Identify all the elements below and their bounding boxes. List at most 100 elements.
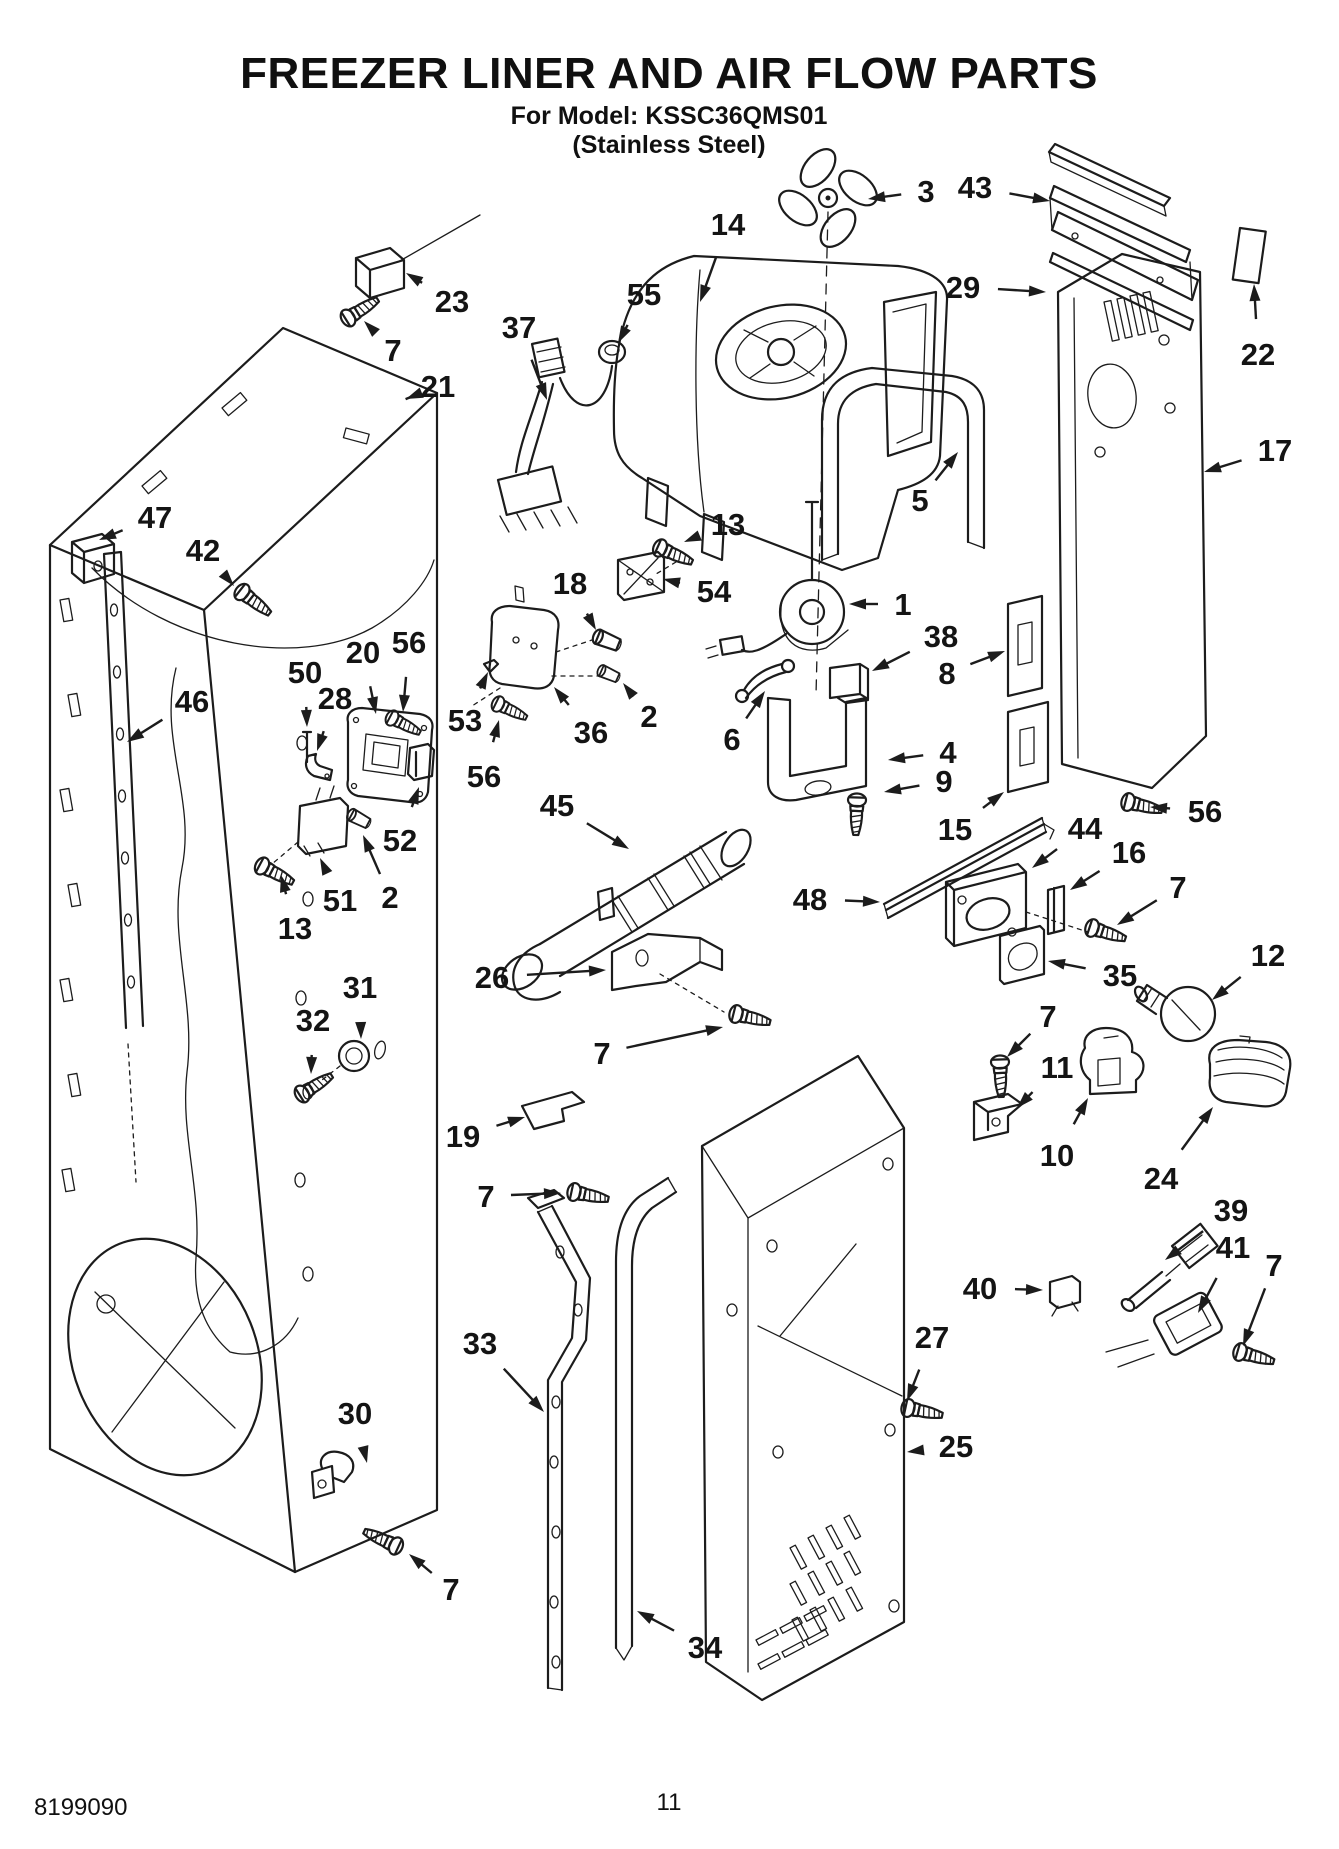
callout-number: 7	[1265, 1248, 1282, 1283]
clip-11	[972, 1092, 1024, 1142]
screw-7-socket	[989, 1054, 1012, 1099]
callout-arrowhead	[218, 569, 234, 586]
callout-number: 7	[593, 1036, 610, 1071]
callout-number: 31	[343, 970, 377, 1005]
callout-13-12: 13	[684, 507, 745, 542]
callout-2-41: 2	[363, 835, 399, 915]
callout-number: 32	[296, 1003, 330, 1038]
callout-43-1: 43	[958, 170, 1050, 205]
callout-arrowhead	[888, 752, 906, 764]
screw-7-33	[564, 1180, 612, 1210]
callout-arrowhead	[398, 694, 410, 712]
callout-arrow	[844, 899, 867, 903]
callout-arrow	[881, 193, 902, 199]
callout-number: 14	[711, 207, 746, 242]
callout-arrow	[138, 718, 164, 736]
bushing-2-left	[344, 806, 374, 832]
pin-18	[589, 627, 625, 654]
callout-number: 44	[1068, 811, 1103, 846]
bracket-strip-33	[526, 1188, 592, 1692]
callout-number: 3	[917, 174, 934, 209]
callout-arrow	[510, 1192, 548, 1197]
callout-arrowhead	[943, 452, 958, 469]
callout-arrowhead	[1032, 853, 1049, 868]
spacer-16	[1046, 884, 1066, 936]
callout-arrowhead	[554, 687, 570, 704]
callout-number: 21	[421, 369, 455, 404]
callout-arrow	[703, 256, 718, 290]
callout-50-36: 50	[288, 655, 322, 727]
callout-19-48: 19	[446, 1116, 525, 1154]
callout-45-29: 45	[540, 788, 629, 849]
label-19	[520, 1090, 586, 1131]
callout-number: 42	[186, 533, 220, 568]
callout-arrowhead	[1150, 802, 1168, 814]
diagram-linework	[48, 142, 1292, 1702]
callout-number: 9	[935, 764, 952, 799]
callout-number: 52	[383, 823, 417, 858]
callout-arrowhead	[907, 1383, 919, 1401]
screw-13-left	[250, 853, 299, 892]
callout-number: 27	[915, 1320, 949, 1355]
callout-arrowhead	[306, 1056, 318, 1074]
callout-7-49: 7	[477, 1179, 561, 1214]
model-line: For Model: KSSC36QMS01	[511, 102, 828, 130]
callout-arrow	[910, 1369, 921, 1389]
callout-arrow	[883, 650, 911, 666]
callout-number: 35	[1103, 958, 1137, 993]
screw-7-top	[336, 290, 384, 331]
callout-9-19: 9	[884, 764, 953, 799]
callout-52-39: 52	[383, 787, 419, 858]
callout-number: 39	[1214, 1193, 1248, 1228]
callout-7-24: 7	[1117, 870, 1187, 925]
fan-blade	[778, 148, 878, 696]
callout-arrowhead	[623, 683, 638, 700]
callout-number: 45	[540, 788, 574, 823]
finish-line: (Stainless Steel)	[572, 131, 765, 159]
callout-number: 4	[939, 735, 957, 770]
callout-arrow	[1175, 1230, 1204, 1253]
callout-number: 22	[1241, 337, 1275, 372]
callout-8-17: 8	[938, 651, 1005, 691]
callout-44-21: 44	[1032, 811, 1103, 868]
trim-strip-34	[614, 1176, 678, 1661]
callout-number: 7	[477, 1179, 494, 1214]
callout-11-57: 11	[1017, 1050, 1073, 1108]
callout-arrowhead	[1165, 1245, 1182, 1260]
screw-56-b	[488, 693, 531, 727]
callout-3-0: 3	[868, 174, 935, 209]
callout-number: 2	[640, 699, 657, 734]
callout-33-50: 33	[463, 1326, 544, 1412]
callout-arrowhead	[489, 720, 500, 738]
callout-arrowhead	[1117, 911, 1135, 925]
gasket-frame	[820, 366, 986, 562]
air-deflector	[1048, 184, 1200, 332]
callout-arrow	[403, 676, 408, 699]
callout-arrowhead	[364, 321, 380, 337]
callout-arrow	[502, 1367, 536, 1403]
callout-number: 23	[435, 284, 469, 319]
callout-number: 48	[793, 882, 827, 917]
callout-number: 7	[442, 1572, 459, 1607]
callout-arrow	[1217, 459, 1242, 470]
callout-arrow	[1222, 975, 1242, 993]
callout-7-52: 7	[409, 1554, 460, 1607]
callout-number: 2	[381, 880, 398, 915]
callout-number: 38	[924, 619, 958, 654]
callout-arrowhead	[987, 792, 1004, 807]
corner-bracket	[70, 532, 116, 585]
callout-arrow	[1180, 1117, 1206, 1151]
callout-arrowhead	[367, 696, 378, 714]
callout-number: 43	[958, 170, 992, 205]
plate-44	[944, 862, 1089, 948]
callout-arrowhead	[1249, 284, 1261, 302]
callout-arrow	[1246, 1287, 1267, 1334]
callout-number: 8	[938, 656, 955, 691]
callout-arrow	[530, 359, 544, 388]
callout-arrowhead	[406, 273, 424, 287]
callout-arrowhead	[1025, 1283, 1043, 1295]
callout-number: 56	[392, 625, 426, 660]
heater-strip-48	[882, 816, 1055, 920]
callout-arrowhead	[127, 728, 145, 742]
